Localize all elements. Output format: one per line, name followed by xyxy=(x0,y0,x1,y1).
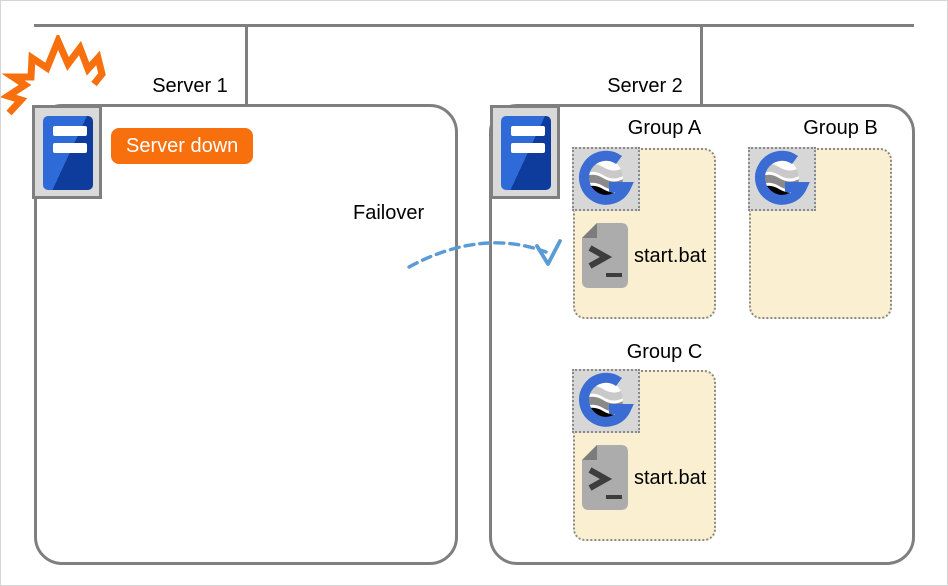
server-slot-bar xyxy=(53,143,87,153)
group-a-script-label: start.bat xyxy=(634,245,707,267)
cluster-logo-icon xyxy=(579,372,634,427)
batch-terminal-icon xyxy=(582,445,628,510)
group-a-label: Group A xyxy=(627,117,702,139)
group-c-label: Group C xyxy=(626,341,703,363)
server-down-badge: Server down xyxy=(111,128,254,164)
group-c-app-tile xyxy=(572,369,640,433)
cluster-logo-icon xyxy=(755,150,810,205)
cluster-logo-icon xyxy=(579,150,634,205)
server2-host-tile xyxy=(490,105,560,199)
crash-burst-icon xyxy=(1,35,106,116)
group-a-app-tile xyxy=(572,147,640,211)
server2-label: Server 2 xyxy=(607,75,683,97)
group-c-script-label: start.bat xyxy=(634,467,707,489)
server1-host-tile xyxy=(32,105,102,199)
batch-terminal-icon xyxy=(582,223,628,288)
server1-label: Server 1 xyxy=(152,75,228,97)
server-slot-bar xyxy=(53,126,87,136)
server-slot-bar xyxy=(511,143,545,153)
network-backbone-line xyxy=(34,24,914,27)
network-drop-line-server2 xyxy=(700,25,703,105)
network-drop-line-server1 xyxy=(245,25,248,105)
failover-label: Failover xyxy=(353,202,425,224)
server-slot-bar xyxy=(511,126,545,136)
group-b-label: Group B xyxy=(803,117,878,139)
failover-dashed-arrow xyxy=(407,239,562,269)
server-rack-icon xyxy=(501,116,551,190)
server1-box xyxy=(34,104,458,565)
server-rack-icon xyxy=(43,116,93,190)
group-b-app-tile xyxy=(748,147,816,211)
